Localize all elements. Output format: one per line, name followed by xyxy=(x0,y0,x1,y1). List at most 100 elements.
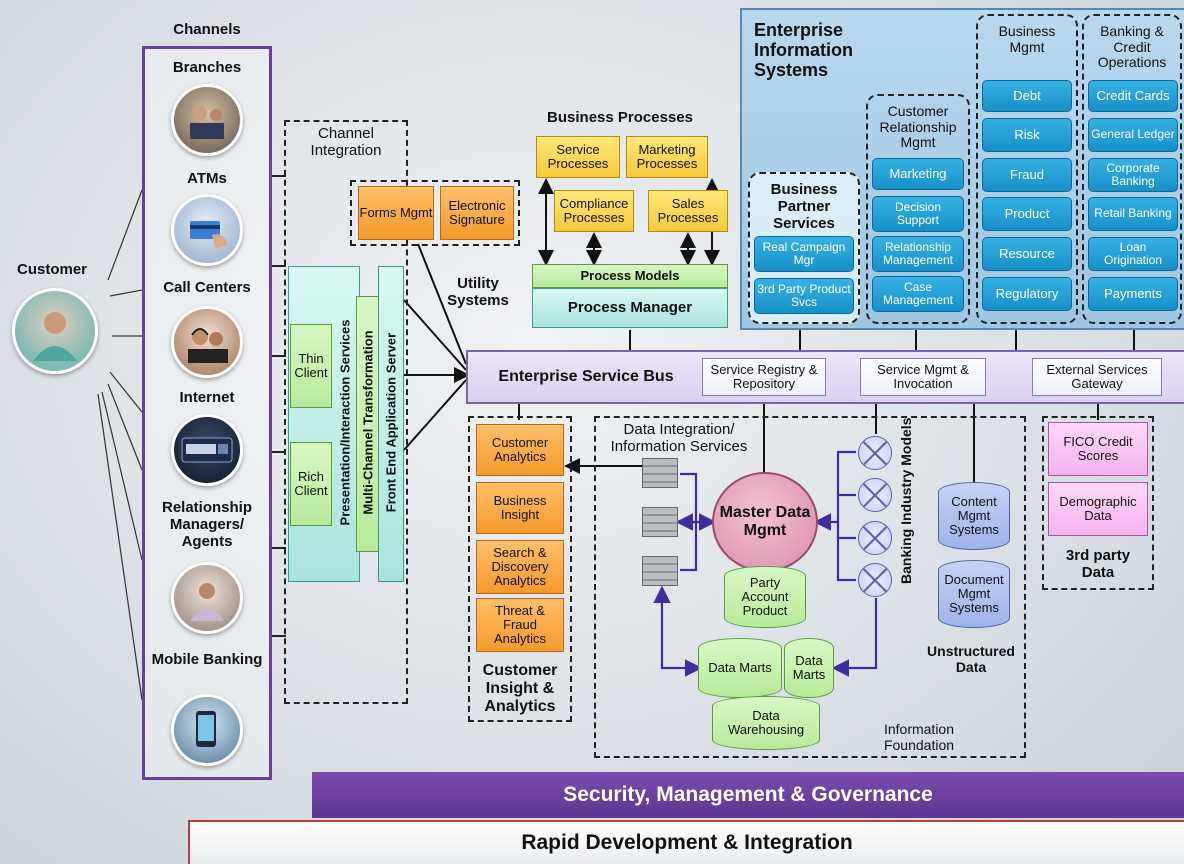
thin-client-box[interactable]: Thin Client xyxy=(290,324,332,408)
customer-avatar xyxy=(12,288,98,374)
customer-analytics-box[interactable]: Customer Analytics xyxy=(476,424,564,476)
crm-marketing-box[interactable]: Marketing xyxy=(872,158,964,190)
third-party-product-box[interactable]: 3rd Party Product Svcs xyxy=(754,278,854,314)
bco-title: Banking & Credit Operations xyxy=(1097,23,1167,71)
corporate-banking-box[interactable]: Corporate Banking xyxy=(1088,158,1178,192)
risk-box[interactable]: Risk xyxy=(982,118,1072,152)
marketing-processes-box[interactable]: Marketing Processes xyxy=(626,136,708,178)
industry-model-node-1[interactable] xyxy=(858,436,892,470)
unstructured-data-label: Unstructured Data xyxy=(927,643,1015,675)
multichannel-label: Multi-Channel Transformation xyxy=(360,330,376,515)
channel-call-centers[interactable]: Call Centers xyxy=(163,279,251,296)
loan-origination-box[interactable]: Loan Origination xyxy=(1088,237,1178,271)
real-campaign-mgr-box[interactable]: Real Campaign Mgr xyxy=(754,236,854,272)
data-marts-cylinder-2[interactable]: Data Marts xyxy=(784,638,834,698)
search-discovery-box[interactable]: Search & Discovery Analytics xyxy=(476,540,564,594)
analytics-group xyxy=(468,416,572,722)
channels-title: Channels xyxy=(173,21,241,38)
frontend-server-box[interactable] xyxy=(378,266,404,582)
bm-title: Business Mgmt xyxy=(998,23,1056,55)
agent-icon xyxy=(190,583,224,621)
data-integration-label: Data Integration/ Information Services xyxy=(610,421,748,455)
data-warehousing-cylinder[interactable]: Data Warehousing xyxy=(712,696,820,750)
branches-photo xyxy=(171,84,243,156)
retail-banking-box[interactable]: Retail Banking xyxy=(1088,197,1178,231)
process-models-box[interactable]: Process Models xyxy=(532,264,728,288)
security-governance-bar[interactable]: Security, Management & Governance xyxy=(312,772,1184,818)
data-marts-cylinder-1[interactable]: Data Marts xyxy=(698,638,782,698)
atms-photo xyxy=(171,194,243,266)
sales-processes-box[interactable]: Sales Processes xyxy=(648,190,728,232)
industry-model-node-2[interactable] xyxy=(858,478,892,512)
relationship-management-box[interactable]: Relationship Management xyxy=(872,236,964,272)
debt-box[interactable]: Debt xyxy=(982,80,1072,112)
third-party-label: 3rd party Data xyxy=(1065,547,1131,581)
integration-node-2[interactable] xyxy=(642,507,678,537)
product-box[interactable]: Product xyxy=(982,197,1072,231)
resource-box[interactable]: Resource xyxy=(982,237,1072,271)
service-registry-box[interactable]: Service Registry & Repository xyxy=(702,358,826,396)
external-gateway-box[interactable]: External Services Gateway xyxy=(1032,358,1162,396)
payments-box[interactable]: Payments xyxy=(1088,277,1178,311)
crm-title: Customer Relationship Mgmt xyxy=(879,103,957,151)
threat-fraud-box[interactable]: Threat & Fraud Analytics xyxy=(476,598,564,652)
channel-integration-group xyxy=(284,120,408,704)
case-management-box[interactable]: Case Management xyxy=(872,276,964,312)
fico-scores-box[interactable]: FICO Credit Scores xyxy=(1048,422,1148,476)
fraud-box[interactable]: Fraud xyxy=(982,158,1072,192)
bco-group xyxy=(1082,14,1182,324)
decision-support-box[interactable]: Decision Support xyxy=(872,196,964,232)
channels-panel xyxy=(142,46,272,780)
business-insight-box[interactable]: Business Insight xyxy=(476,482,564,534)
business-processes-title: Business Processes xyxy=(547,109,693,126)
service-processes-box[interactable]: Service Processes xyxy=(536,136,620,178)
browser-icon xyxy=(181,437,233,463)
rich-client-box[interactable]: Rich Client xyxy=(290,442,332,526)
bm-group xyxy=(976,14,1078,324)
master-data-mgmt-circle[interactable]: Master Data Mgmt xyxy=(712,472,818,572)
crm-group xyxy=(866,94,970,324)
utility-systems-label: Utility Systems xyxy=(447,275,509,309)
bps-title: Business Partner Services xyxy=(770,181,838,232)
channel-relationship-managers[interactable]: Relationship Managers/ Agents xyxy=(161,499,252,550)
headset-icon xyxy=(188,328,228,363)
utility-group xyxy=(350,180,520,246)
channel-internet[interactable]: Internet xyxy=(179,389,235,406)
people-icon xyxy=(190,106,224,139)
industry-model-node-3[interactable] xyxy=(858,521,892,555)
demographic-data-box[interactable]: Demographic Data xyxy=(1048,482,1148,536)
rapid-development-bar[interactable]: Rapid Development & Integration xyxy=(188,820,1184,864)
person-icon xyxy=(33,312,77,361)
relationship-managers-photo xyxy=(171,562,243,634)
banking-industry-models-label: Banking Industry Models xyxy=(898,417,914,584)
forms-mgmt-box[interactable]: Forms Mgmt xyxy=(358,186,434,240)
party-account-product-cylinder[interactable]: Party Account Product xyxy=(724,566,806,628)
integration-node-3[interactable] xyxy=(642,556,678,586)
channel-integration-title: Channel Integration xyxy=(310,125,382,159)
third-party-group xyxy=(1042,416,1154,590)
regulatory-box[interactable]: Regulatory xyxy=(982,277,1072,311)
service-mgmt-box[interactable]: Service Mgmt & Invocation xyxy=(860,358,986,396)
credit-cards-box[interactable]: Credit Cards xyxy=(1088,80,1178,112)
channel-mobile-banking[interactable]: Mobile Banking xyxy=(151,651,263,668)
presentation-services-label: Presentation/Interaction Services xyxy=(337,319,353,526)
channel-branches[interactable]: Branches xyxy=(172,59,242,76)
information-foundation-group xyxy=(594,416,1026,758)
presentation-services-box[interactable] xyxy=(288,266,360,582)
integration-node-1[interactable] xyxy=(642,458,678,488)
customer-label: Customer xyxy=(16,261,87,278)
mobile-banking-photo xyxy=(171,694,243,766)
general-ledger-box[interactable]: General Ledger xyxy=(1088,118,1178,152)
industry-model-node-4[interactable] xyxy=(858,563,892,597)
document-mgmt-cylinder[interactable]: Document Mgmt Systems xyxy=(938,560,1010,628)
analytics-label: Customer Insight & Analytics xyxy=(482,662,558,715)
compliance-processes-box[interactable]: Compliance Processes xyxy=(554,190,634,232)
channel-atms[interactable]: ATMs xyxy=(187,170,227,187)
esb-title: Enterprise Service Bus xyxy=(498,368,674,385)
atm-card-icon xyxy=(190,221,228,249)
process-manager-box[interactable]: Process Manager xyxy=(532,288,728,328)
content-mgmt-cylinder[interactable]: Content Mgmt Systems xyxy=(938,482,1010,550)
electronic-signature-box[interactable]: Electronic Signature xyxy=(440,186,514,240)
eis-title: Enterprise Information Systems xyxy=(754,20,853,81)
